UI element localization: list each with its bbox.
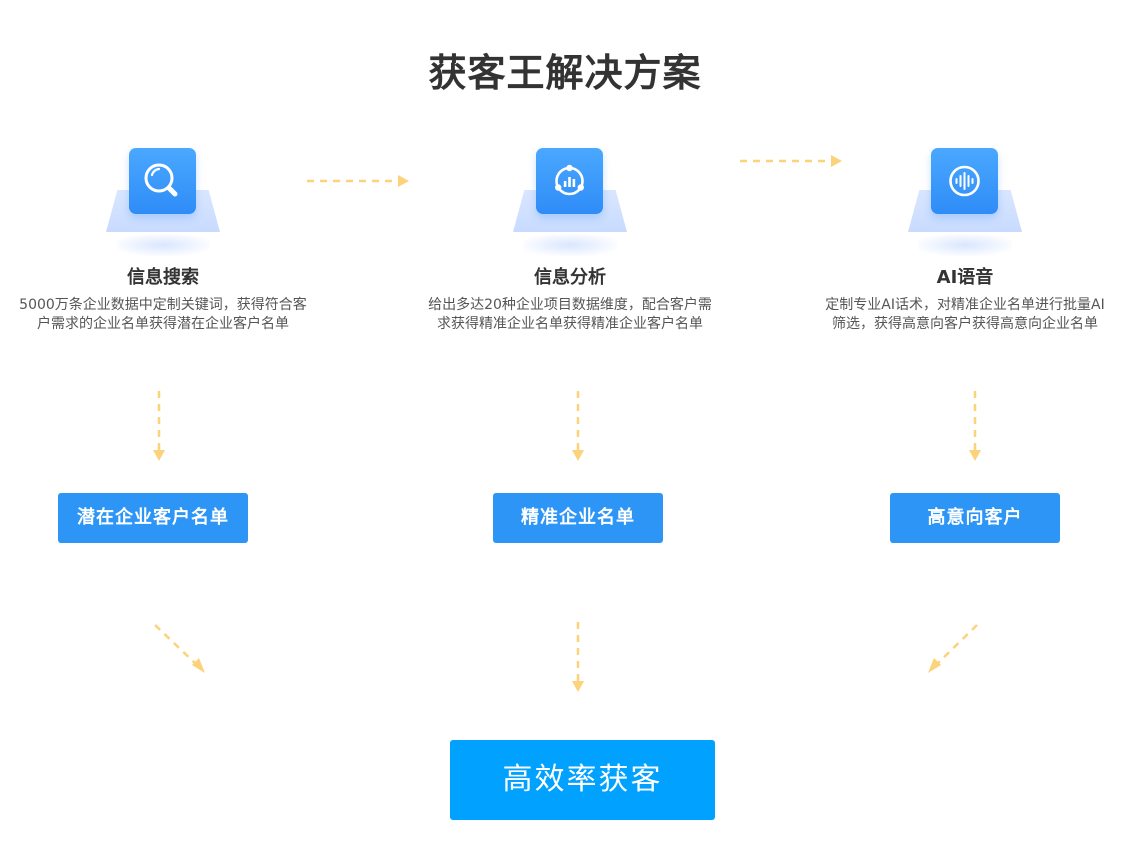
arrowhead-down <box>969 450 981 461</box>
search-icon-block <box>106 146 220 256</box>
icon-glow <box>523 234 617 256</box>
feature-title: 信息搜索 <box>127 267 199 288</box>
icon-glow <box>116 234 210 256</box>
arrowhead-right <box>831 155 842 167</box>
search-icon <box>129 148 196 214</box>
feature-description: 给出多达20种企业项目数据维度，配合客户需求获得精准企业名单获得精准企业客户名单 <box>428 297 712 332</box>
arrowhead-diagonal <box>192 658 205 673</box>
final-result-button[interactable]: 高效率获客 <box>450 740 715 820</box>
arrow-left-to-final <box>154 624 198 666</box>
result-high-intent-button[interactable]: 高意向客户 <box>890 493 1060 543</box>
arrowhead-down <box>572 681 584 692</box>
arrowhead-diagonal <box>928 658 941 673</box>
feature-title: 信息分析 <box>534 267 606 288</box>
icon-glow <box>918 234 1012 256</box>
feature-description: 5000万条企业数据中定制关键词，获得符合客户需求的企业名单获得潜在企业客户名单 <box>19 297 307 332</box>
arrowhead-right <box>398 175 409 187</box>
arrow-right-to-final <box>935 624 978 666</box>
page-title: 获客王解决方案 <box>428 51 702 95</box>
voice-wave-icon <box>931 148 998 214</box>
result-potential-clients-button[interactable]: 潜在企业客户名单 <box>58 493 248 543</box>
arrowhead-down <box>153 450 165 461</box>
analysis-chart-icon <box>536 148 603 214</box>
arrowhead-down <box>572 450 584 461</box>
voice-icon-block <box>908 146 1022 256</box>
result-precise-list-button[interactable]: 精准企业名单 <box>493 493 663 543</box>
analysis-icon-block <box>513 146 627 256</box>
feature-title: AI语音 <box>936 267 994 288</box>
feature-description: 定制专业AI话术，对精准企业名单进行批量AI筛选，获得高意向客户获得高意向企业名… <box>825 297 1105 332</box>
